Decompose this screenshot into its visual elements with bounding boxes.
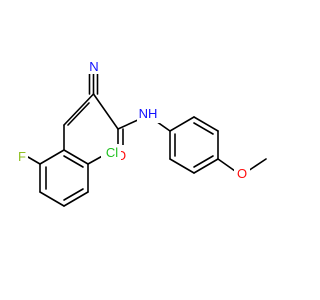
- ring2-bond-e: [169, 158, 195, 174]
- molecule-canvas: N NH O O F Cl: [14, 58, 267, 207]
- c-o-methoxy-bond: [217, 158, 236, 172]
- fluorine-label: F: [18, 149, 26, 164]
- amide-nh-label: NH: [139, 106, 158, 121]
- atom-labels: N NH O O F Cl: [14, 58, 250, 181]
- ring2-bond-d: [193, 158, 219, 174]
- ring2-bond-b: [193, 116, 219, 132]
- ring2-inner-2: [193, 155, 214, 168]
- chlorofluorophenyl-ring: [27, 124, 107, 207]
- nitrile-group: [88, 71, 99, 95]
- amide-c-n-bond: [117, 118, 141, 130]
- ring1-inner-3: [63, 155, 84, 168]
- methoxy-o-label: O: [237, 166, 247, 181]
- c-f-bond: [27, 156, 41, 165]
- nitrile-n-label: N: [89, 59, 98, 74]
- ring1-bond-f: [63, 149, 89, 165]
- ring2-bond-a: [169, 116, 195, 132]
- ring1-bond-a: [39, 149, 65, 165]
- structure-diagram: N NH O O F Cl: [14, 58, 267, 207]
- o-methyl-bond: [247, 158, 267, 172]
- alkene-bond-2: [67, 102, 90, 126]
- chlorine-label: Cl: [106, 145, 118, 160]
- bond-ca-carbonyl: [92, 93, 119, 130]
- alkene-bond-1: [63, 93, 95, 126]
- ring2-inner-1: [193, 122, 214, 135]
- ring1-inner-2: [63, 188, 84, 201]
- ring1-bond-c: [39, 191, 65, 207]
- methoxyphenyl-ring: [169, 116, 267, 174]
- ring1-bond-d: [63, 191, 89, 207]
